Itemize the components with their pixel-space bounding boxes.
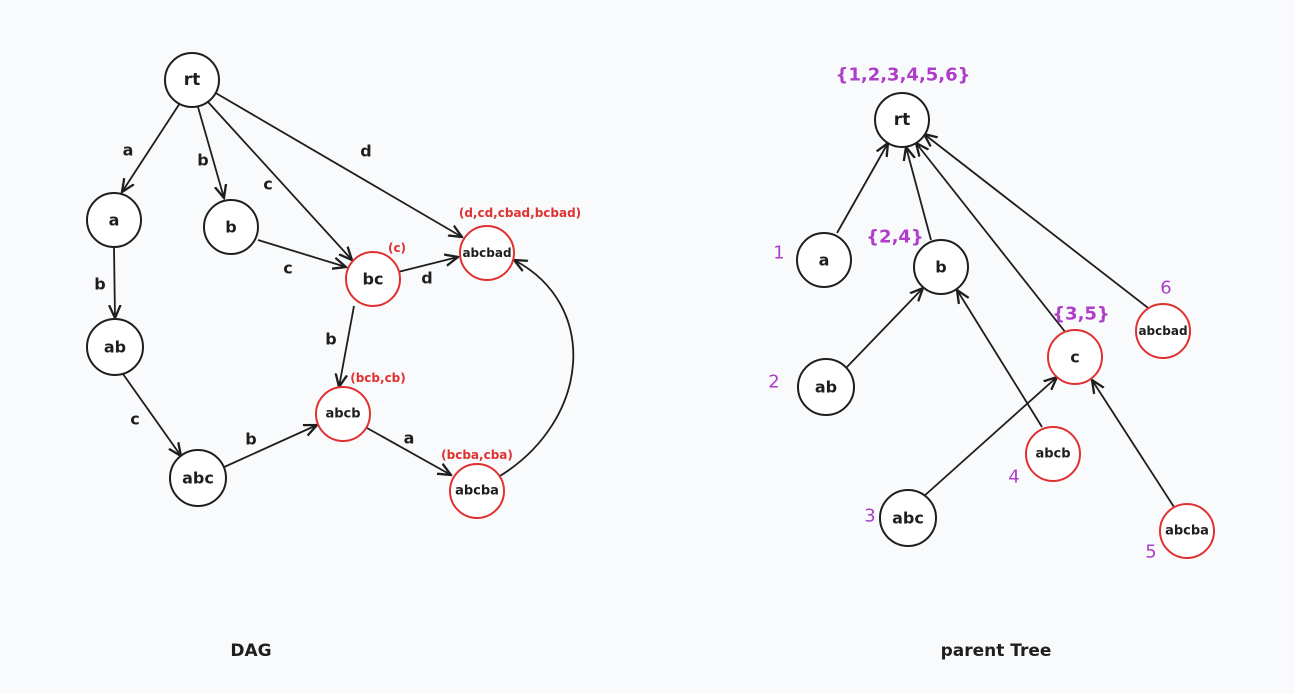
svg-text:abcbad: abcbad [1138,324,1187,338]
dag-edge-label-abc-abcb: b [245,430,256,449]
svg-text:ab: ab [104,338,126,357]
tree-node-abcbad: abcbad [1135,303,1191,359]
dag-annotation-abcbad: (d,cd,cbad,bcbad) [459,206,581,220]
dag-node-a: a [86,192,142,248]
tree-set-b: {2,4} [866,227,924,248]
svg-text:abcba: abcba [1165,524,1209,539]
dag-edge-label-rt-abcbad: d [360,142,371,161]
dag-node-abcbad: abcbad [459,225,515,281]
tree-index-ab: 2 [768,372,779,393]
tree-node-b: b [913,239,969,295]
dag-caption: DAG [230,641,271,661]
tree-index-abc: 3 [864,506,875,527]
dag-edge-abcb-abcba [366,427,451,475]
tree-edge-abcba-c [1092,380,1175,508]
dag-edge-rt-a [122,102,181,192]
dag-node-bc: bc [345,251,401,307]
svg-text:c: c [1070,348,1079,367]
tree-node-abc: abc [879,489,937,547]
tree-edge-ab-b [845,288,923,369]
dag-edge-label-rt-a: a [123,141,134,160]
dag-edge-abcba-abcbad [499,260,575,477]
svg-text:b: b [935,258,946,277]
dag-edge-abc-abcb [221,425,317,469]
dag-edge-bc-abcb [339,305,355,387]
dag-node-rt: rt [164,52,220,108]
dag-edge-label-bc-abcbad: d [421,269,432,288]
dag-edge-label-abcb-abcba: a [404,429,415,448]
dag-edge-label-ab-abc: c [130,410,139,429]
tree-edge-abcb-b [957,290,1043,428]
svg-text:rt: rt [184,70,201,90]
dag-edge-rt-abcbad [213,91,462,237]
tree-index-abcbad: 6 [1160,278,1171,299]
dag-edge-label-rt-b: b [197,151,208,170]
dag-node-abc: abc [169,449,227,507]
tree-edge-abc-c [922,377,1057,498]
parent-tree-caption: parent Tree [941,641,1052,661]
dag-node-abcba: abcba [449,463,505,519]
tree-node-rt: rt [874,92,930,148]
dag-edge-rt-bc [207,101,352,260]
svg-text:abcb: abcb [325,407,360,422]
tree-edge-a-rt [836,143,888,234]
svg-text:abcbad: abcbad [462,246,511,260]
dag-edge-bc-abcbad [397,257,458,273]
svg-text:abc: abc [892,509,924,528]
tree-node-c: c [1047,329,1103,385]
dag-annotation-bc: (c) [388,241,406,255]
dag-annotation-abcb: (bcb,cb) [350,371,406,385]
tree-node-ab: ab [797,358,855,416]
tree-edge-abcbad-rt [924,134,1153,312]
tree-edge-b-rt [906,147,932,241]
svg-text:a: a [819,251,830,270]
dag-edge-b-bc [257,239,346,267]
tree-index-abcba: 5 [1145,542,1156,563]
tree-node-abcba: abcba [1159,503,1215,559]
tree-node-a: a [796,232,852,288]
svg-text:b: b [225,218,236,237]
svg-text:ab: ab [815,378,837,397]
dag-edge-label-bc-abcb: b [325,330,336,349]
tree-node-abcb: abcb [1025,426,1081,482]
tree-edge-c-rt [916,143,1067,334]
tree-index-abcb: 4 [1008,467,1019,488]
dag-node-ab: ab [86,318,144,376]
parent-tree-graph: rt a b ab c abcbad abcb abc abcba {1,2,3… [768,65,1215,661]
dag-edge-label-rt-bc: c [263,175,272,194]
dag-node-b: b [203,199,259,255]
svg-text:rt: rt [894,110,911,130]
dag-edge-rt-b [197,106,224,198]
dag-edge-label-a-ab: b [94,275,105,294]
dag-edge-ab-abc [122,373,181,456]
svg-text:abcba: abcba [455,484,499,499]
dag-node-abcb: abcb [315,386,371,442]
svg-text:abc: abc [182,469,214,488]
dag-annotation-abcba: (bcba,cba) [441,448,513,462]
dag-edge-label-b-bc: c [283,259,292,278]
dag-edge-a-ab [114,247,115,318]
dag-graph: a b c d b c d b c b a rt a b ab bc abc a… [86,52,581,661]
svg-text:bc: bc [363,270,384,289]
tree-set-rt: {1,2,3,4,5,6} [836,65,971,86]
tree-set-c: {3,5} [1052,304,1110,325]
svg-text:abcb: abcb [1035,447,1070,462]
tree-index-a: 1 [773,243,784,264]
svg-text:a: a [109,211,120,230]
